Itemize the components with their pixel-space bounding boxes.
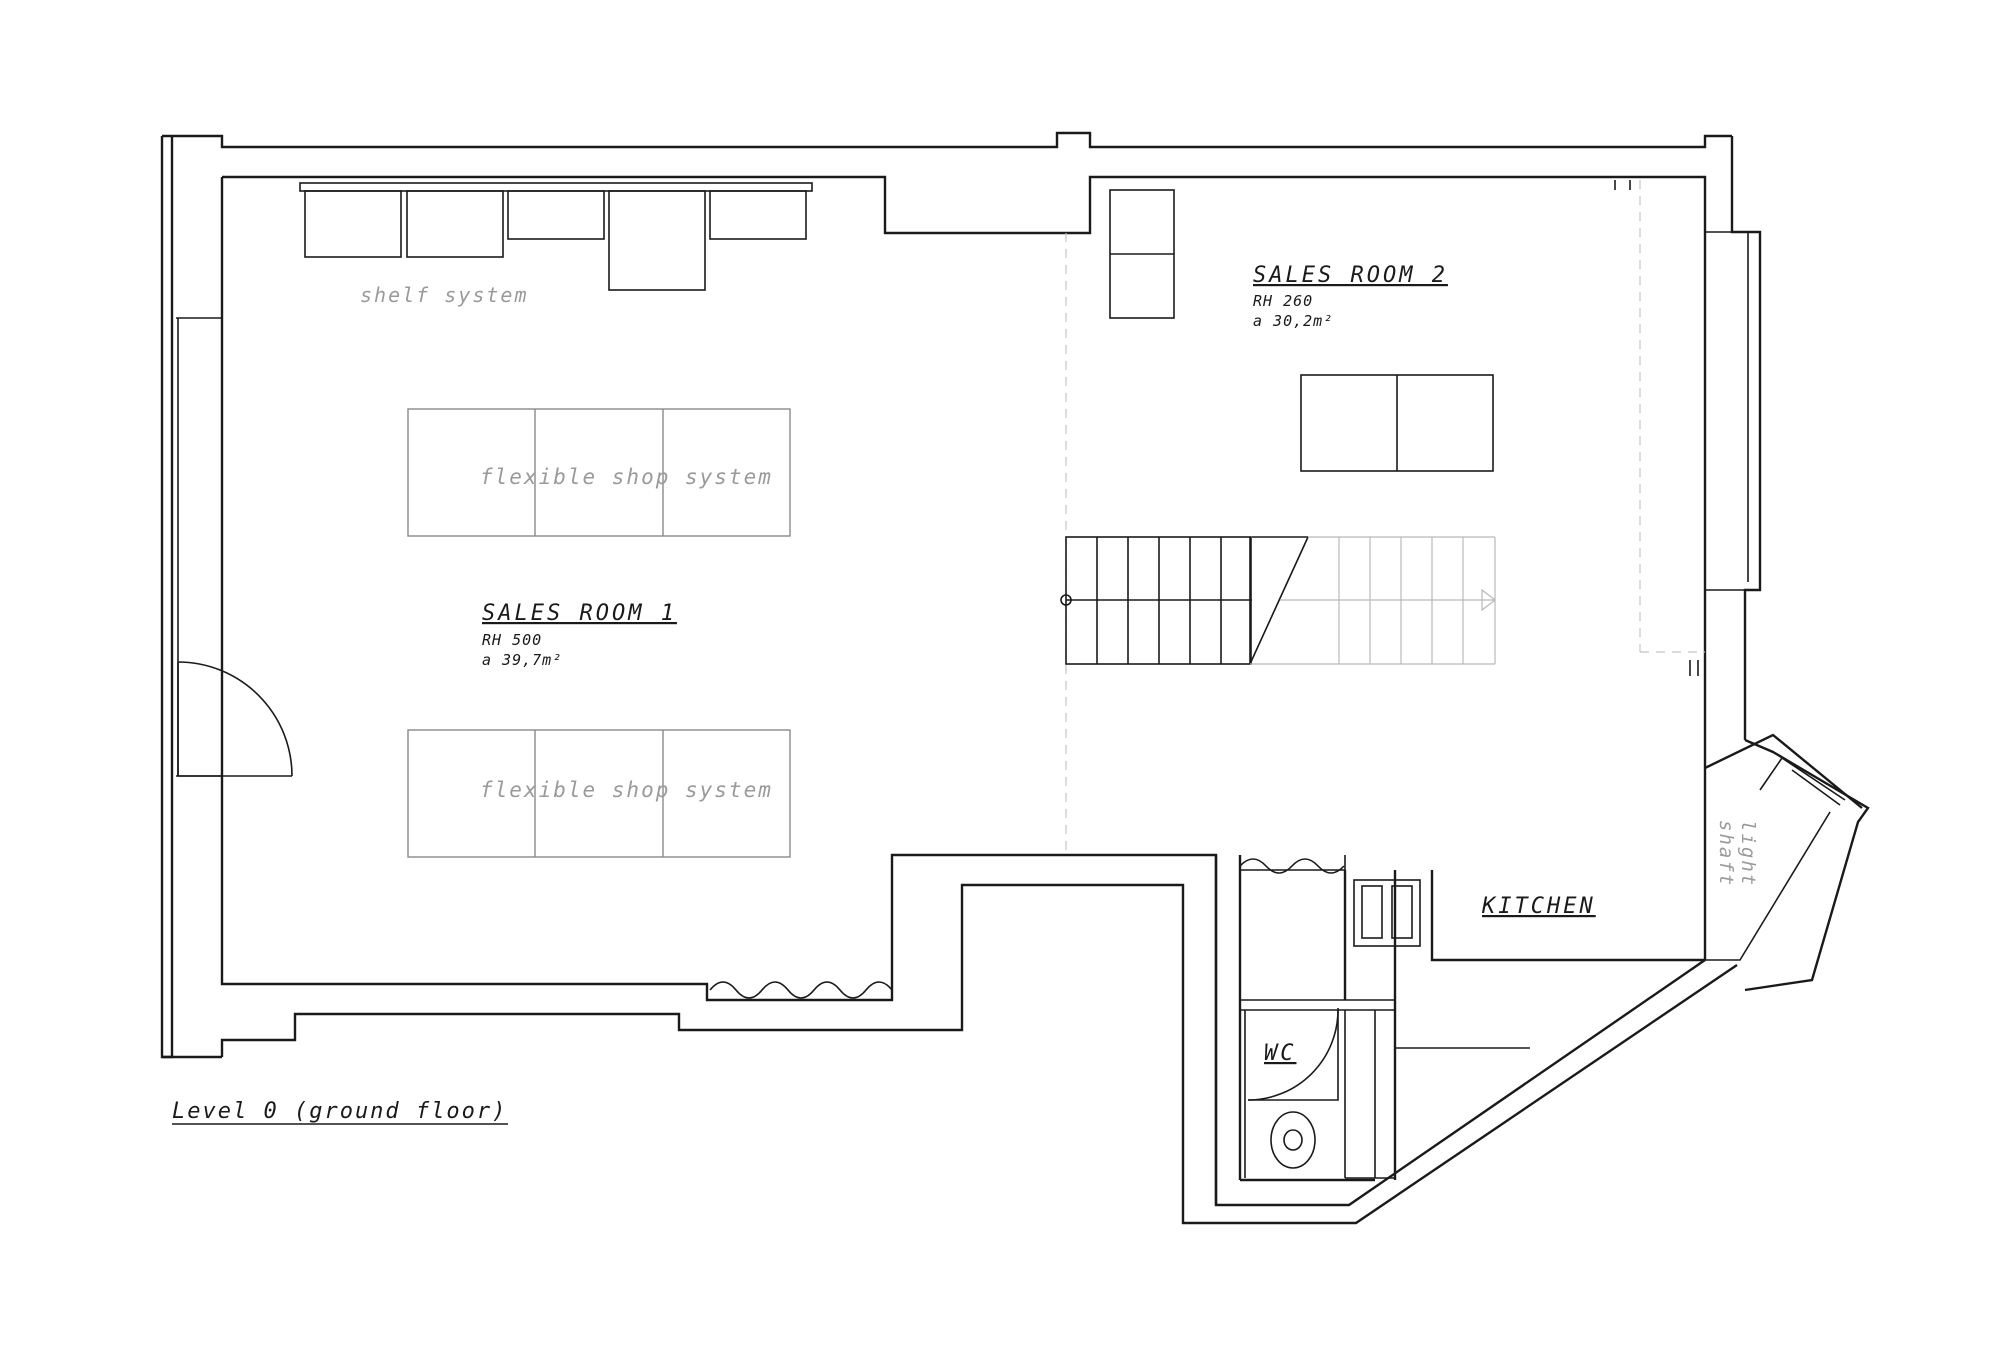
flexible-shop-system-top xyxy=(407,408,791,537)
sales-room-1-title: SALES ROOM 1 xyxy=(482,601,677,626)
kitchen-appliance xyxy=(1353,879,1421,947)
shelf-system-label: shelf system xyxy=(360,283,529,307)
entrance-door xyxy=(177,661,293,777)
light-shaft-label-line1: light xyxy=(1737,820,1759,887)
wc-label: WC xyxy=(1264,1041,1297,1066)
interior-walls xyxy=(1214,855,1705,1205)
light-shaft-label: light shaft xyxy=(1715,820,1759,887)
sales-room-1-height: RH 500 xyxy=(482,631,542,649)
sales-room-2-title: SALES ROOM 2 xyxy=(1253,263,1448,288)
sales-room-2-area: a 30,2m² xyxy=(1253,312,1333,330)
drawing-title: Level 0 (ground floor) xyxy=(172,1099,507,1124)
sales-room-2-furniture xyxy=(1109,189,1494,472)
sales-room-2-height: RH 260 xyxy=(1253,292,1313,310)
kitchen-label: KITCHEN xyxy=(1481,894,1596,919)
flexible-shop-system-bottom-label: flexible shop system xyxy=(480,778,773,802)
curtains xyxy=(709,858,1345,999)
light-shaft-label-line2: shaft xyxy=(1715,820,1737,887)
wc-fixtures xyxy=(1247,1008,1339,1169)
flexible-shop-system-top-label: flexible shop system xyxy=(480,465,773,489)
flexible-shop-system-bottom xyxy=(407,729,791,858)
window-marks xyxy=(1614,180,1699,676)
sales-room-1-area: a 39,7m² xyxy=(482,651,562,669)
staircase xyxy=(1060,536,1496,665)
shelf-system xyxy=(299,182,813,291)
outer-walls xyxy=(160,131,1870,1225)
